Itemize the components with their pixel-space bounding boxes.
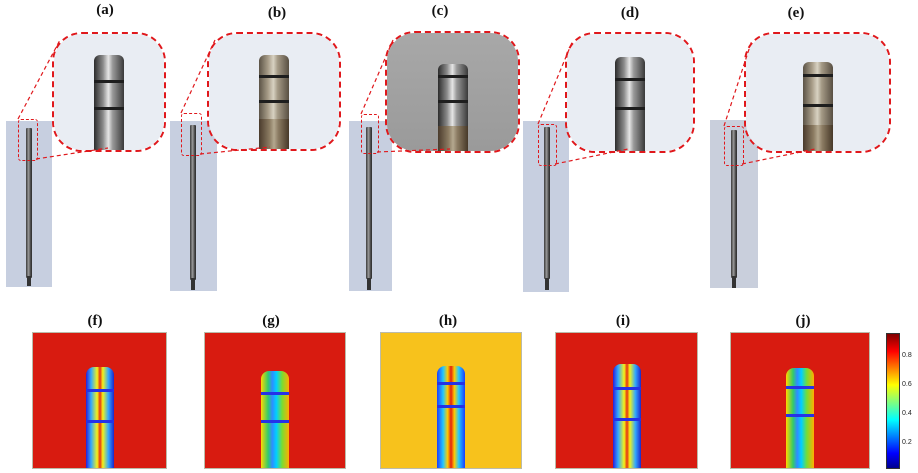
rust-band	[437, 125, 468, 151]
rod-tip-d	[545, 278, 549, 290]
colorbar-tick: 0.4	[902, 410, 912, 417]
label-d: (d)	[620, 5, 640, 21]
groove	[437, 100, 468, 104]
zoom-inset-c	[385, 31, 520, 153]
heatmap-g	[204, 332, 346, 469]
label-h: (h)	[438, 313, 458, 329]
rod-c	[366, 127, 372, 279]
rod-b	[190, 125, 196, 280]
label-g: (g)	[262, 313, 280, 329]
colorbar	[886, 333, 900, 469]
groove	[259, 99, 289, 103]
zoom-cylinder-a	[94, 54, 124, 150]
roi-box-d	[538, 124, 557, 166]
heat-band	[85, 389, 114, 393]
rod-tip-a	[27, 276, 31, 286]
label-i: (i)	[615, 313, 631, 329]
heat-band	[612, 386, 641, 390]
groove	[94, 79, 124, 83]
heatmap-cylinder-f	[85, 367, 114, 468]
zoom-cylinder-c	[437, 63, 468, 151]
rod-tip-b	[191, 278, 195, 290]
heat-band	[786, 414, 814, 417]
heat-band	[261, 419, 289, 423]
rod-a	[26, 128, 32, 278]
groove	[615, 107, 645, 111]
label-a: (a)	[96, 2, 114, 18]
colorbar-tick: 0.6	[902, 381, 912, 388]
heatmap-cylinder-j	[786, 368, 814, 468]
groove	[94, 107, 124, 111]
groove	[802, 73, 833, 77]
label-f: (f)	[87, 313, 103, 329]
zoom-cylinder-b	[259, 54, 289, 149]
zoom-cylinder-e	[802, 62, 833, 151]
groove	[437, 75, 468, 79]
heat-band	[437, 382, 465, 386]
zoom-inset-a	[52, 32, 166, 152]
zoom-inset-b	[207, 32, 341, 151]
rod-tip-c	[367, 278, 371, 290]
colorbar-tick: 0.2	[902, 439, 912, 446]
heat-band	[261, 392, 289, 396]
heatmap-f	[32, 332, 167, 469]
rod-tip-e	[732, 276, 736, 288]
zoom-inset-e	[744, 32, 891, 153]
roi-box-c	[361, 114, 379, 154]
heatmap-cylinder-i	[612, 364, 641, 468]
rust-band	[802, 125, 833, 151]
rod-d	[544, 127, 550, 279]
label-c: (c)	[431, 3, 449, 19]
heatmap-i	[555, 332, 698, 469]
groove	[802, 104, 833, 108]
rod-e	[731, 130, 737, 278]
rust-band	[259, 118, 289, 149]
zoom-inset-d	[565, 32, 695, 153]
heat-band	[786, 386, 814, 389]
heatmap-j	[730, 332, 870, 469]
heatmap-h	[380, 332, 522, 469]
label-e: (e)	[787, 5, 805, 21]
colorbar-tick: 0.8	[902, 352, 912, 359]
heat-band	[437, 404, 465, 408]
groove	[259, 75, 289, 79]
heat-band	[612, 418, 641, 422]
roi-box-e	[724, 126, 744, 166]
heatmap-cylinder-h	[437, 366, 465, 468]
roi-box-a	[18, 119, 38, 161]
zoom-cylinder-d	[615, 57, 645, 151]
label-j: (j)	[795, 313, 811, 329]
groove	[615, 78, 645, 82]
roi-box-b	[181, 113, 202, 156]
heatmap-cylinder-g	[261, 371, 289, 468]
heat-band	[85, 419, 114, 423]
label-b: (b)	[267, 5, 287, 21]
